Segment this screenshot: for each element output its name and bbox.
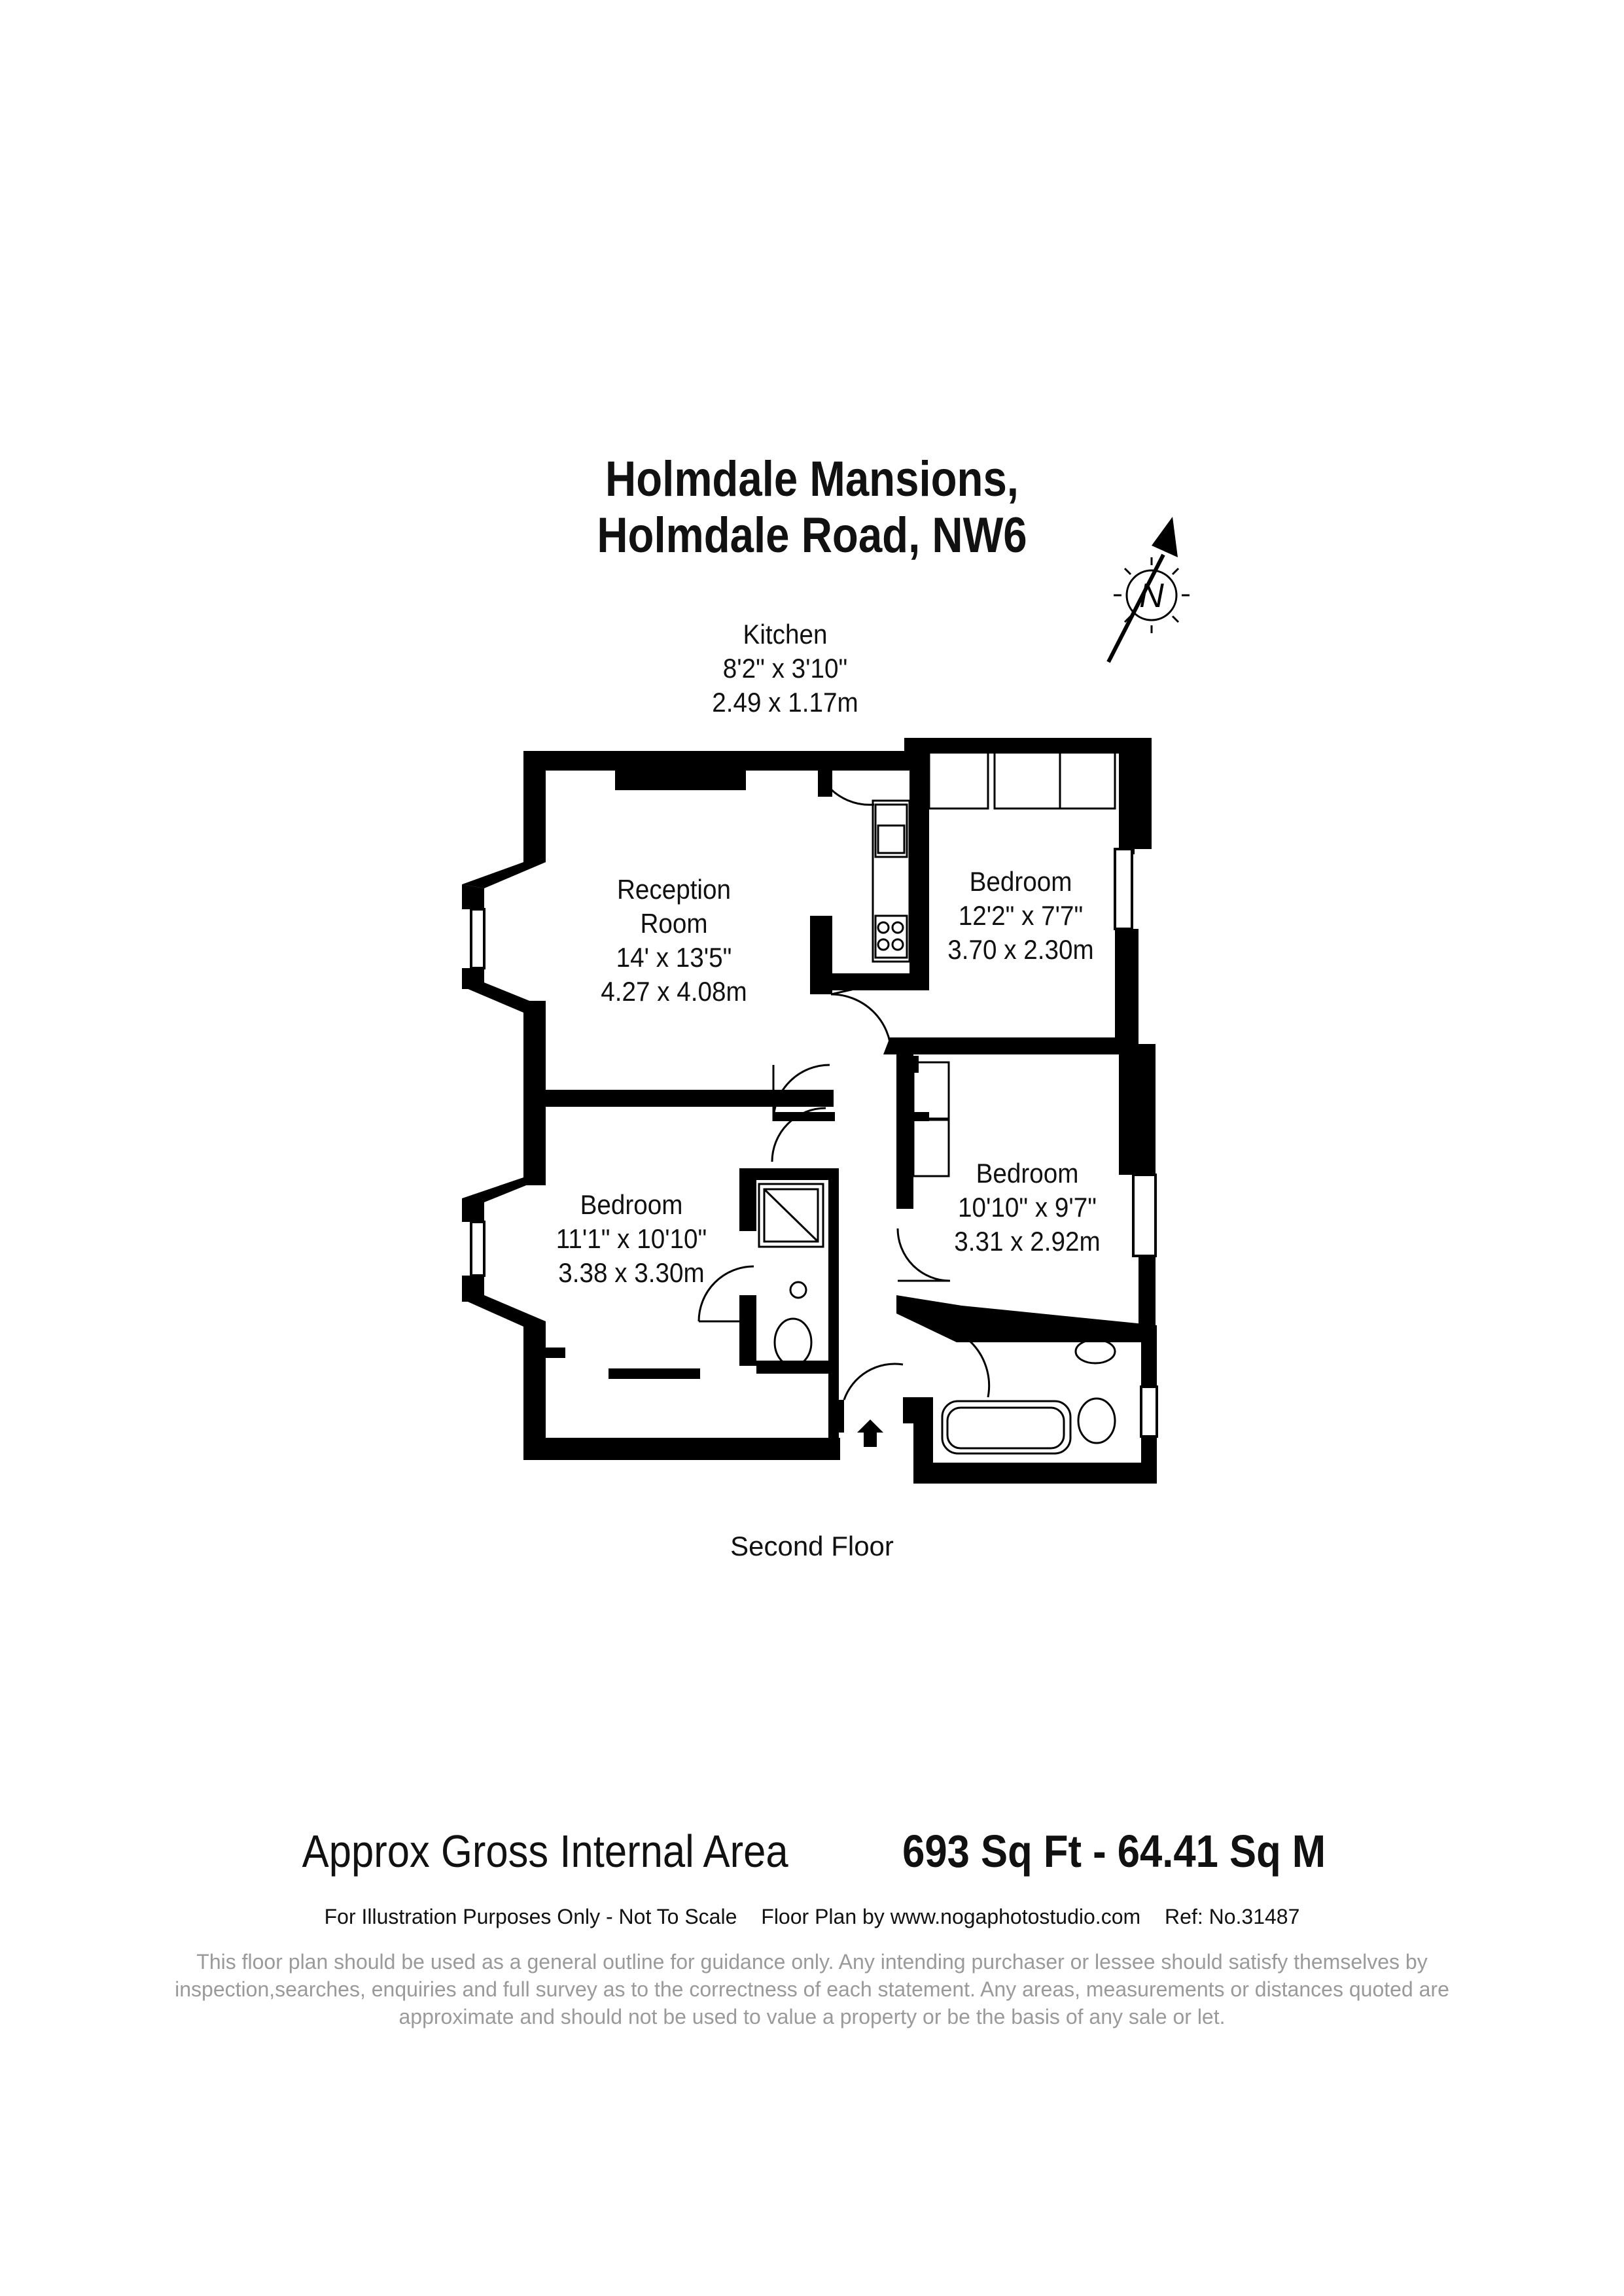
shower-icon [758,1183,824,1248]
window [1140,1385,1158,1438]
room-imperial: 8'2" x 3'10" [722,653,848,684]
room-name: Kitchen [743,619,828,650]
fixtures [758,751,1116,1455]
sink-icon [874,803,908,858]
hob-icon [874,914,908,959]
area-value: 693 Sq Ft - 64.41 Sq M [902,1826,1326,1877]
window [1114,848,1133,930]
basin-icon [1074,1338,1116,1365]
room-metric: 3.31 x 2.92m [954,1226,1101,1257]
toilet-icon [773,1317,813,1367]
floor-label: Second Floor [730,1531,894,1561]
illustration-note: For Illustration Purposes Only - Not To … [324,1905,737,1928]
north-arrow-icon [1106,517,1190,663]
room-reception: Reception Room 14' x 13'5" 4.27 x 4.08m [565,873,782,1009]
room-imperial: 11'1" x 10'10" [556,1223,707,1254]
credits: For Illustration Purposes Only - Not To … [0,1905,1624,1929]
reference-number: Ref: No.31487 [1165,1905,1300,1928]
room-metric: 2.49 x 1.17m [712,687,858,718]
basin-icon [789,1281,807,1299]
page-title-line1: Holmdale Mansions, [605,451,1019,507]
walls [462,738,1157,1484]
room-imperial: 10'10" x 9'7" [958,1192,1097,1223]
doors [697,783,991,1400]
room-imperial: 14' x 13'5" [616,942,732,973]
page-title-line2: Holmdale Road, NW6 [597,508,1027,563]
room-name-line2: Room [640,908,708,939]
entrance-arrow-icon [857,1419,883,1447]
room-name: Bedroom [969,866,1072,897]
compass-letter: N [1139,577,1164,615]
room-metric: 3.38 x 3.30m [558,1257,705,1288]
area-summary: Approx Gross Internal Area 693 Sq Ft - 6… [0,1825,1624,1877]
room-name-line1: Reception [617,874,731,905]
toilet-icon [1077,1397,1116,1444]
room-imperial: 12'2" x 7'7" [958,900,1084,931]
room-bedroom-2: Bedroom 10'10" x 9'7" 3.31 x 2.92m [937,1157,1118,1259]
room-metric: 4.27 x 4.08m [601,976,747,1007]
room-bedroom-1: Bedroom 12'2" x 7'7" 3.70 x 2.30m [930,865,1111,967]
disclaimer: This floor plan should be used as a gene… [175,1950,1449,2028]
window [1132,1174,1157,1257]
area-label: Approx Gross Internal Area [302,1826,789,1877]
room-name: Bedroom [976,1158,1079,1189]
room-bedroom-3: Bedroom 11'1" x 10'10" 3.38 x 3.30m [532,1188,731,1290]
room-kitchen: Kitchen 8'2" x 3'10" 2.49 x 1.17m [677,617,893,720]
bath-icon [941,1400,1072,1455]
room-metric: 3.70 x 2.30m [947,934,1094,965]
room-name: Bedroom [580,1189,683,1220]
plan-by: Floor Plan by www.nogaphotostudio.com [761,1905,1141,1928]
